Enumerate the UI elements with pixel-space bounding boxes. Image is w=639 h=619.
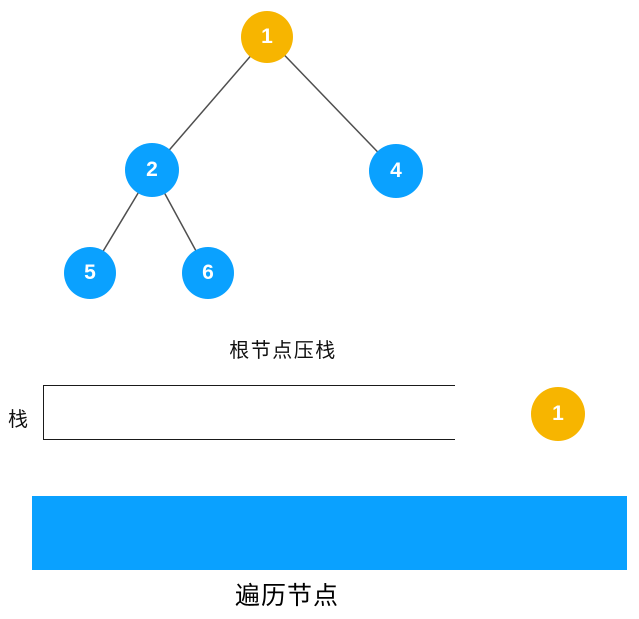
tree-node-4: 4 — [369, 144, 423, 198]
tree-node-1: 1 — [241, 11, 293, 63]
stack-caption: 根节点压栈 — [229, 340, 337, 362]
traversal-label: 遍历节点 — [234, 582, 339, 610]
tree-node-6: 6 — [182, 247, 234, 299]
tree-edge-1-2 — [151, 36, 268, 171]
stack-incoming-node-1: 1 — [531, 387, 585, 441]
tree-node-2: 2 — [125, 143, 179, 197]
tree-edge-1-4 — [266, 36, 397, 172]
tree-node-5: 5 — [64, 247, 116, 299]
traversal-bar — [32, 496, 627, 570]
stack-box — [43, 385, 455, 440]
stack-label: 栈 — [8, 409, 28, 431]
